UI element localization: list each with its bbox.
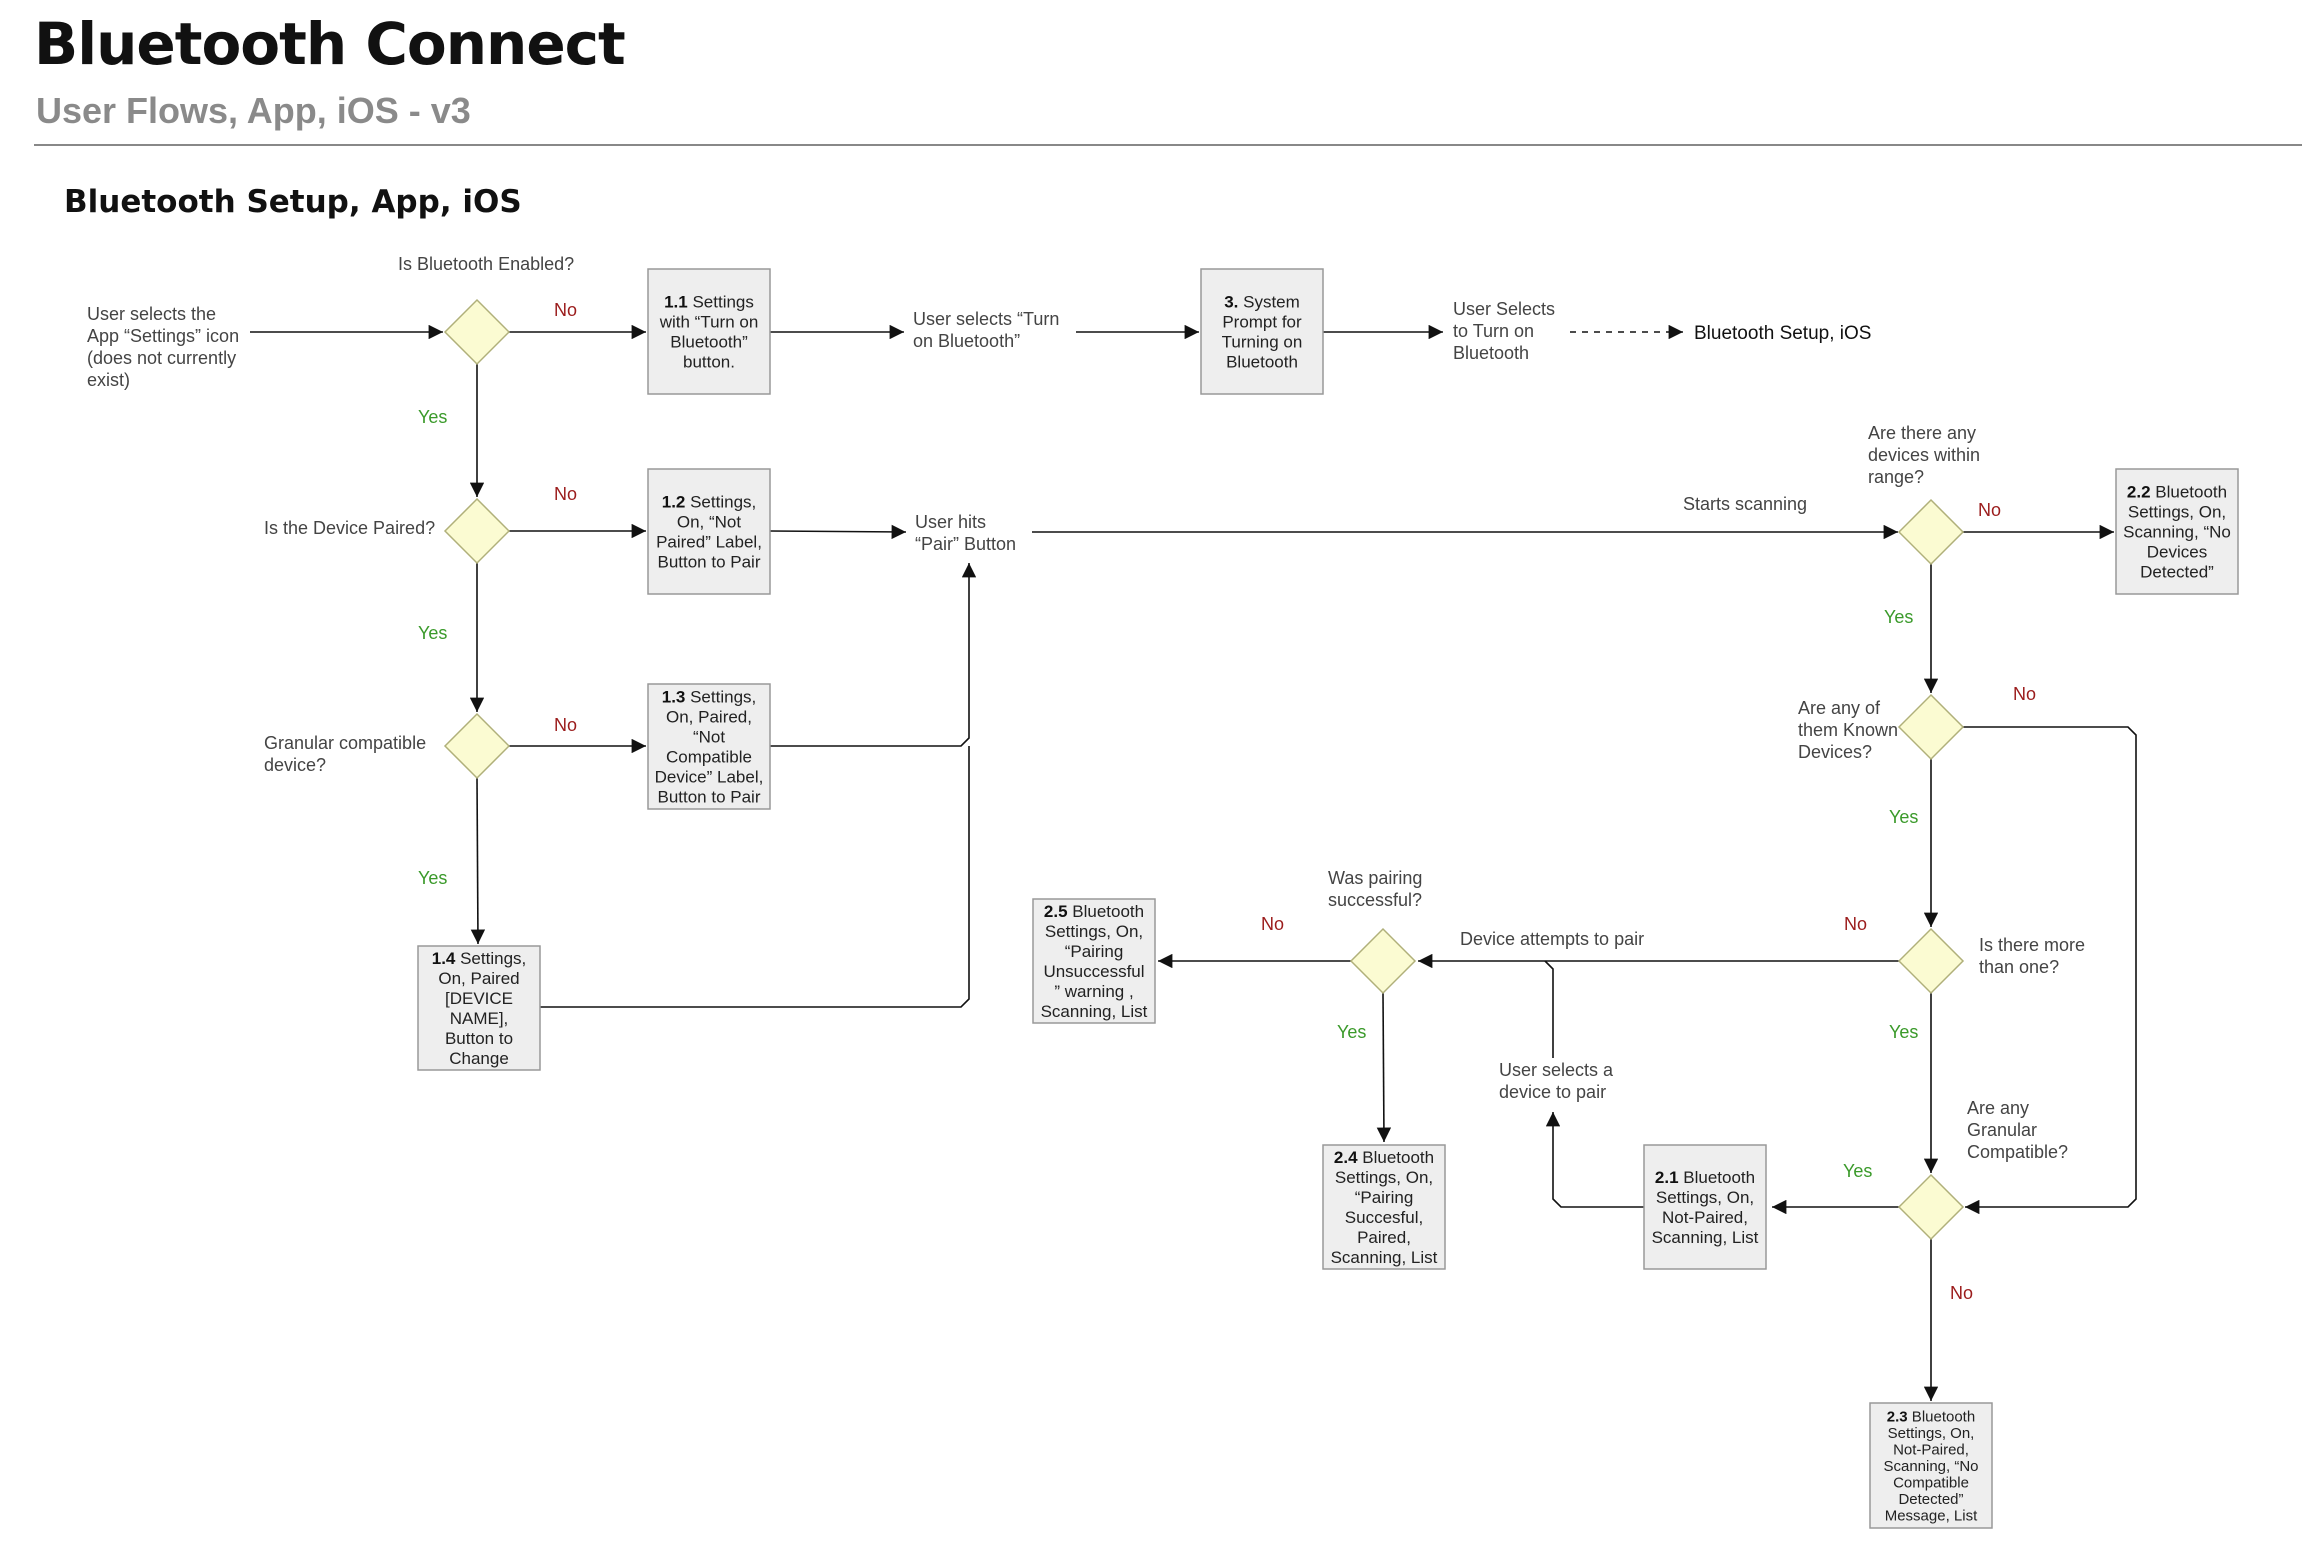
decision-more-than-one-diamond [1897, 927, 1965, 995]
yes-label: Yes [1843, 1161, 1872, 1181]
no-label: No [554, 715, 577, 735]
no-label: No [554, 484, 577, 504]
question-device-paired: Is the Device Paired? [264, 518, 435, 538]
box-1-3-not-compatible [647, 683, 771, 810]
decision-bluetooth-enabled-diamond [443, 298, 511, 366]
edge-granular-yes [470, 777, 486, 945]
edge-1-2-to-pair [769, 524, 907, 540]
edge-select-to-attempt [1544, 960, 1554, 1058]
yes-label: Yes [1889, 807, 1918, 827]
no-label: No [554, 300, 577, 320]
yes-label: Yes [418, 868, 447, 888]
action-user-hits-pair: User hits“Pair” Button [915, 512, 1016, 554]
edge-pair-success-yes [1376, 992, 1392, 1143]
box-2-5-pairing-unsuccessful [1032, 898, 1156, 1024]
decision-pairing-successful-diamond [1349, 927, 1417, 995]
page-subtitle: User Flows, App, iOS - v3 [36, 90, 471, 131]
no-label: No [1844, 914, 1867, 934]
action-starts-scanning: Starts scanning [1683, 494, 1807, 514]
decision-known-devices-diamond [1897, 693, 1965, 761]
title-divider [34, 144, 2302, 146]
box-3-system-prompt [1200, 268, 1324, 395]
decision-devices-in-range-diamond [1897, 498, 1965, 566]
yes-label: Yes [1337, 1022, 1366, 1042]
box-1-1-settings-turn-on [647, 268, 771, 395]
section-title: Bluetooth Setup, App, iOS [64, 184, 522, 220]
decision-granular-device-diamond [443, 712, 511, 780]
connectors [250, 324, 2137, 1401]
edge-known-no [1963, 726, 2137, 1215]
page-title: Bluetooth Connect [34, 10, 626, 78]
box-1-2-not-paired [647, 468, 771, 595]
box-2-2-no-devices [2115, 468, 2239, 595]
link-bluetooth-setup-ios: Bluetooth Setup, iOS [1694, 323, 1871, 344]
no-label: No [1261, 914, 1284, 934]
no-label: No [2013, 684, 2036, 704]
decision-any-granular-diamond [1897, 1173, 1965, 1241]
box-1-4-paired-device [417, 945, 541, 1071]
edge-1-4-to-pair [540, 746, 970, 1008]
decision-device-paired-diamond [443, 497, 511, 565]
no-label: No [1950, 1283, 1973, 1303]
question-bluetooth-enabled: Is Bluetooth Enabled? [398, 254, 574, 274]
edge-2-1-to-select [1545, 1112, 1644, 1208]
box-2-4-pairing-successful [1322, 1144, 1446, 1270]
yes-label: Yes [418, 623, 447, 643]
box-2-3-no-compatible [1869, 1402, 1993, 1529]
yes-label: Yes [418, 407, 447, 427]
box-2-1-not-paired-list [1643, 1144, 1767, 1270]
yes-label: Yes [1889, 1022, 1918, 1042]
yes-label: Yes [1884, 607, 1913, 627]
action-device-attempts: Device attempts to pair [1460, 929, 1644, 949]
no-label: No [1978, 500, 2001, 520]
edge-1-3-to-pair [770, 563, 977, 747]
